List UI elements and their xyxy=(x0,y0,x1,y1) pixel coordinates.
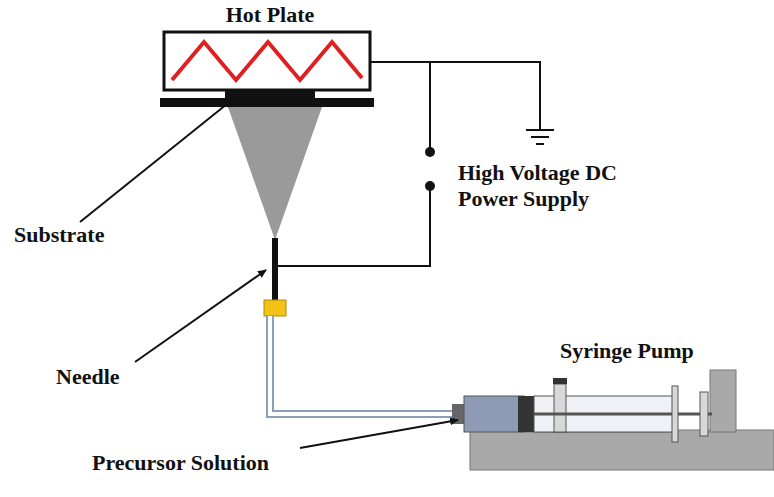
ground-symbol xyxy=(531,136,549,138)
leader-arrow xyxy=(135,270,266,362)
tubing-inner xyxy=(270,316,452,414)
spray-cone xyxy=(228,107,322,240)
syringe-collar xyxy=(554,384,566,432)
barrel-flange xyxy=(672,386,678,442)
hot-plate-box xyxy=(164,32,370,90)
leader-arrow xyxy=(80,100,232,222)
plunger-flange xyxy=(700,392,708,436)
precursor-solution xyxy=(464,396,524,432)
part-label: Hot Plate xyxy=(210,2,330,28)
needle-hub xyxy=(264,300,286,316)
pump-pusher xyxy=(710,370,736,432)
ground-symbol xyxy=(526,129,554,131)
part-label: Precursor Solution xyxy=(92,450,312,476)
supply-wire xyxy=(429,62,431,150)
part-label: Syringe Pump xyxy=(560,338,720,364)
part-label: Needle xyxy=(56,364,146,390)
substrate-layer xyxy=(225,91,315,100)
plunger-rod xyxy=(534,413,712,416)
ground-symbol xyxy=(536,143,544,145)
pump-base xyxy=(470,430,774,470)
heater-coil xyxy=(172,42,362,80)
needle xyxy=(272,238,278,302)
terminal-dot xyxy=(425,147,435,157)
part-label: High Voltage DC Power Supply xyxy=(458,160,643,213)
syringe-plunger-seal xyxy=(518,396,534,432)
supply-wire xyxy=(278,188,430,266)
tubing-outer xyxy=(270,316,452,414)
ground-wire xyxy=(370,62,540,130)
leader-arrow xyxy=(300,420,458,448)
part-label: Substrate xyxy=(14,222,124,248)
clamp-screw xyxy=(553,378,567,384)
